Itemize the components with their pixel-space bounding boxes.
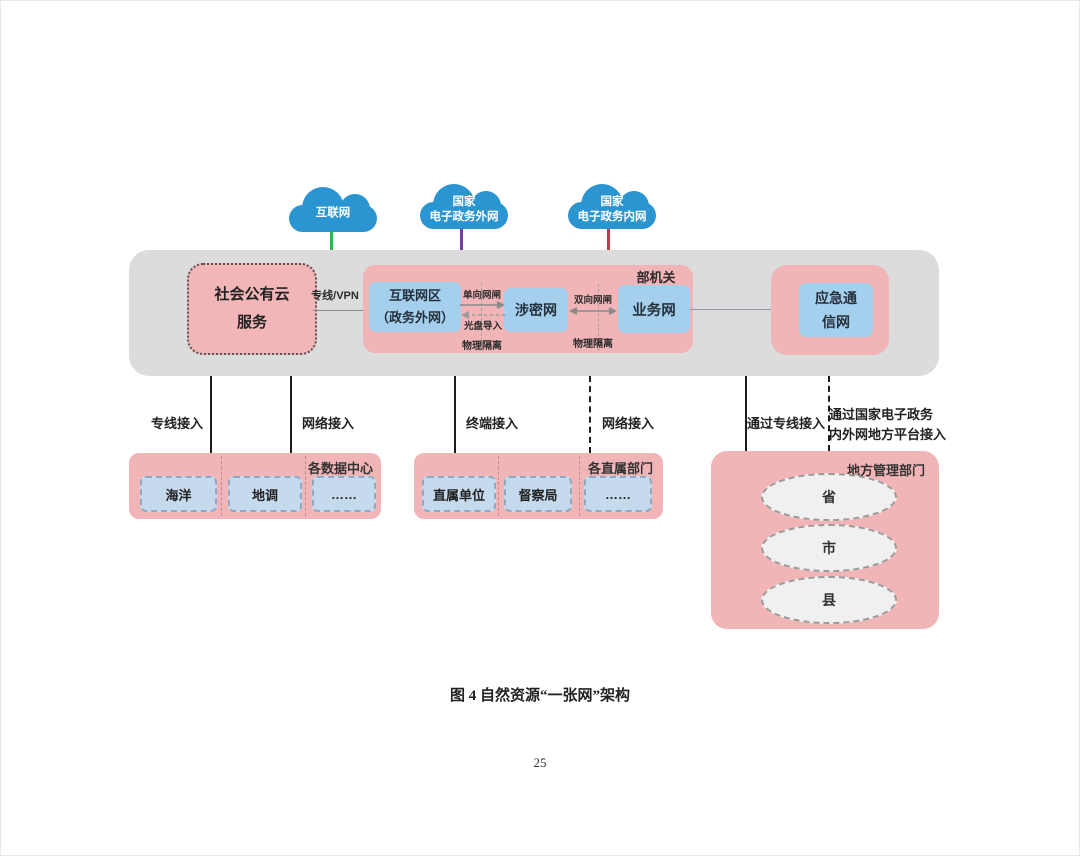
- access-line-4: [589, 376, 591, 453]
- access-line-3: [454, 376, 456, 453]
- county-ellipse: 县: [761, 576, 897, 624]
- group-separator: [498, 456, 499, 516]
- cloud-shape: [420, 202, 508, 229]
- internet-cloud: 互联网: [289, 187, 377, 235]
- figure-caption: 图 4 自然资源“一张网”架构: [449, 688, 630, 704]
- page-number: 25: [533, 755, 547, 770]
- ministry-label: 部机关: [636, 270, 676, 285]
- local-depts-title: 地方管理部门: [846, 463, 925, 478]
- int-gov-cloud-label: 国家 电子政务内网: [577, 196, 647, 223]
- affiliated-depts-title: 各直属部门: [587, 461, 653, 476]
- classified-net-box: 涉密网: [504, 288, 568, 332]
- ocean-item: 海洋: [140, 476, 217, 512]
- access-label-3: 终端接入: [466, 416, 519, 431]
- one-way-arrow-right: [460, 301, 505, 309]
- access-label-4: 网络接入: [602, 416, 655, 431]
- internet-cloud-line: [330, 231, 333, 252]
- city-ellipse: 市: [761, 524, 897, 572]
- ellipsis-item: ……: [312, 476, 376, 512]
- access-label-5: 通过专线接入: [747, 416, 826, 431]
- access-line-2: [290, 376, 292, 453]
- emergency-connector-line: [690, 309, 771, 310]
- vpn-label: 专线/VPN: [311, 290, 359, 302]
- group-separator: [221, 456, 222, 516]
- ext-gov-cloud-line: [460, 229, 463, 252]
- business-net-box: 业务网: [618, 285, 690, 333]
- inspection-bureau-item: 督察局: [504, 476, 572, 512]
- two-way-arrow: [569, 307, 617, 315]
- ext-gov-cloud-label: 国家 电子政务外网: [429, 196, 499, 223]
- int-gov-cloud-line: [607, 229, 610, 252]
- geo-survey-item: 地调: [228, 476, 302, 512]
- cloud-shape: [289, 205, 377, 232]
- two-way-gateway-label: 双向网闸: [573, 295, 612, 306]
- data-centers-title: 各数据中心: [307, 461, 373, 476]
- ellipsis-item: ……: [584, 476, 652, 512]
- access-line-1: [210, 376, 212, 453]
- public-cloud-box: 社会公有云 服务: [187, 263, 317, 355]
- one-way-gateway-label: 单向网闸: [462, 290, 501, 301]
- vpn-connector-line: [313, 310, 363, 311]
- cloud-shape: [568, 202, 656, 229]
- access-label-1: 专线接入: [151, 416, 204, 431]
- province-ellipse: 省: [761, 473, 897, 521]
- affiliated-unit-item: 直属单位: [422, 476, 496, 512]
- access-label-2: 网络接入: [302, 416, 355, 431]
- internet-cloud-label: 互联网: [315, 206, 351, 219]
- isolation-dashed-line-1: [481, 283, 482, 351]
- isolation-dashed-line-2: [598, 284, 599, 351]
- group-separator: [305, 456, 306, 516]
- access-line-5: [745, 376, 747, 451]
- access-line-6: [828, 376, 830, 451]
- group-separator: [579, 456, 580, 516]
- internet-zone-box: 互联网区 （政务外网）: [369, 282, 461, 332]
- affiliated-depts-group: 各直属部门 直属单位 督察局 ……: [414, 453, 663, 519]
- disc-import-label: 光盘导入: [463, 321, 502, 332]
- data-centers-group: 各数据中心 海洋 地调 ……: [129, 453, 381, 519]
- physical-isolation-label-2: 物理隔离: [573, 339, 613, 350]
- local-depts-group: 地方管理部门 省 市 县: [711, 451, 939, 629]
- disc-import-arrow-left: [461, 311, 505, 319]
- int-gov-cloud: 国家 电子政务内网: [568, 184, 656, 232]
- ext-gov-cloud: 国家 电子政务外网: [420, 184, 508, 232]
- emergency-net-box: 应急通 信网: [799, 283, 873, 337]
- physical-isolation-label-1: 物理隔离: [462, 341, 502, 352]
- access-label-6: 通过国家电子政务 内外网地方平台接入: [829, 407, 947, 443]
